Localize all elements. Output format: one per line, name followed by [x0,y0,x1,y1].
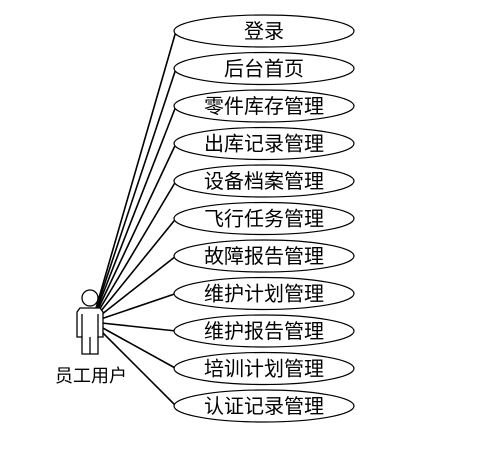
use-case-ellipse [173,164,355,198]
use-case-ellipse [173,51,355,86]
association-line [91,143,177,323]
use-case-ellipse [173,14,355,48]
use-case-label: 飞行任务管理 [204,207,324,231]
use-case-ellipse [173,276,355,311]
use-case: 培训计划管理 [173,351,355,386]
use-case-ellipse [173,126,355,161]
use-case: 飞行任务管理 [173,201,355,236]
use-case-label: 认证记录管理 [204,394,324,418]
actor: 员工用户 [55,289,127,387]
use-case-label: 故障报告管理 [204,244,324,268]
use-case: 维护计划管理 [173,276,355,311]
use-case: 后台首页 [173,51,355,86]
use-case: 登录 [173,14,355,48]
use-case-label: 登录 [244,19,284,43]
association-line [91,180,177,323]
association-line [91,255,177,323]
association-line [91,321,177,332]
use-case: 故障报告管理 [173,239,355,273]
use-case-ellipse [173,201,355,236]
use-case-label: 零件库存管理 [204,94,324,118]
use-case-label: 后台首页 [224,57,304,81]
use-case-ellipse [173,389,355,423]
use-case: 设备档案管理 [173,164,355,198]
use-case-label: 维护报告管理 [204,319,324,343]
association-line [91,292,177,323]
use-case-ellipse [173,314,355,348]
use-case: 出库记录管理 [173,126,355,161]
use-case-ellipse [173,89,355,123]
person-icon [76,289,104,355]
use-case-label: 培训计划管理 [204,357,324,381]
use-case-list: 登录后台首页零件库存管理出库记录管理设备档案管理飞行任务管理故障报告管理维护计划… [173,14,355,423]
association-line [91,321,177,370]
use-case-ellipse [173,239,355,273]
use-case-label: 设备档案管理 [204,169,324,193]
association-line [91,217,177,323]
association-line [91,30,177,323]
association-lines [91,30,177,407]
use-case-label: 维护计划管理 [204,282,324,306]
association-line [91,321,177,407]
use-case-label: 出库记录管理 [204,132,324,156]
use-case-ellipse [173,351,355,386]
association-line [91,105,177,323]
use-case: 认证记录管理 [173,389,355,423]
use-case: 维护报告管理 [173,314,355,348]
actor-label: 员工用户 [55,366,127,387]
association-line [91,68,177,323]
use-case: 零件库存管理 [173,89,355,123]
